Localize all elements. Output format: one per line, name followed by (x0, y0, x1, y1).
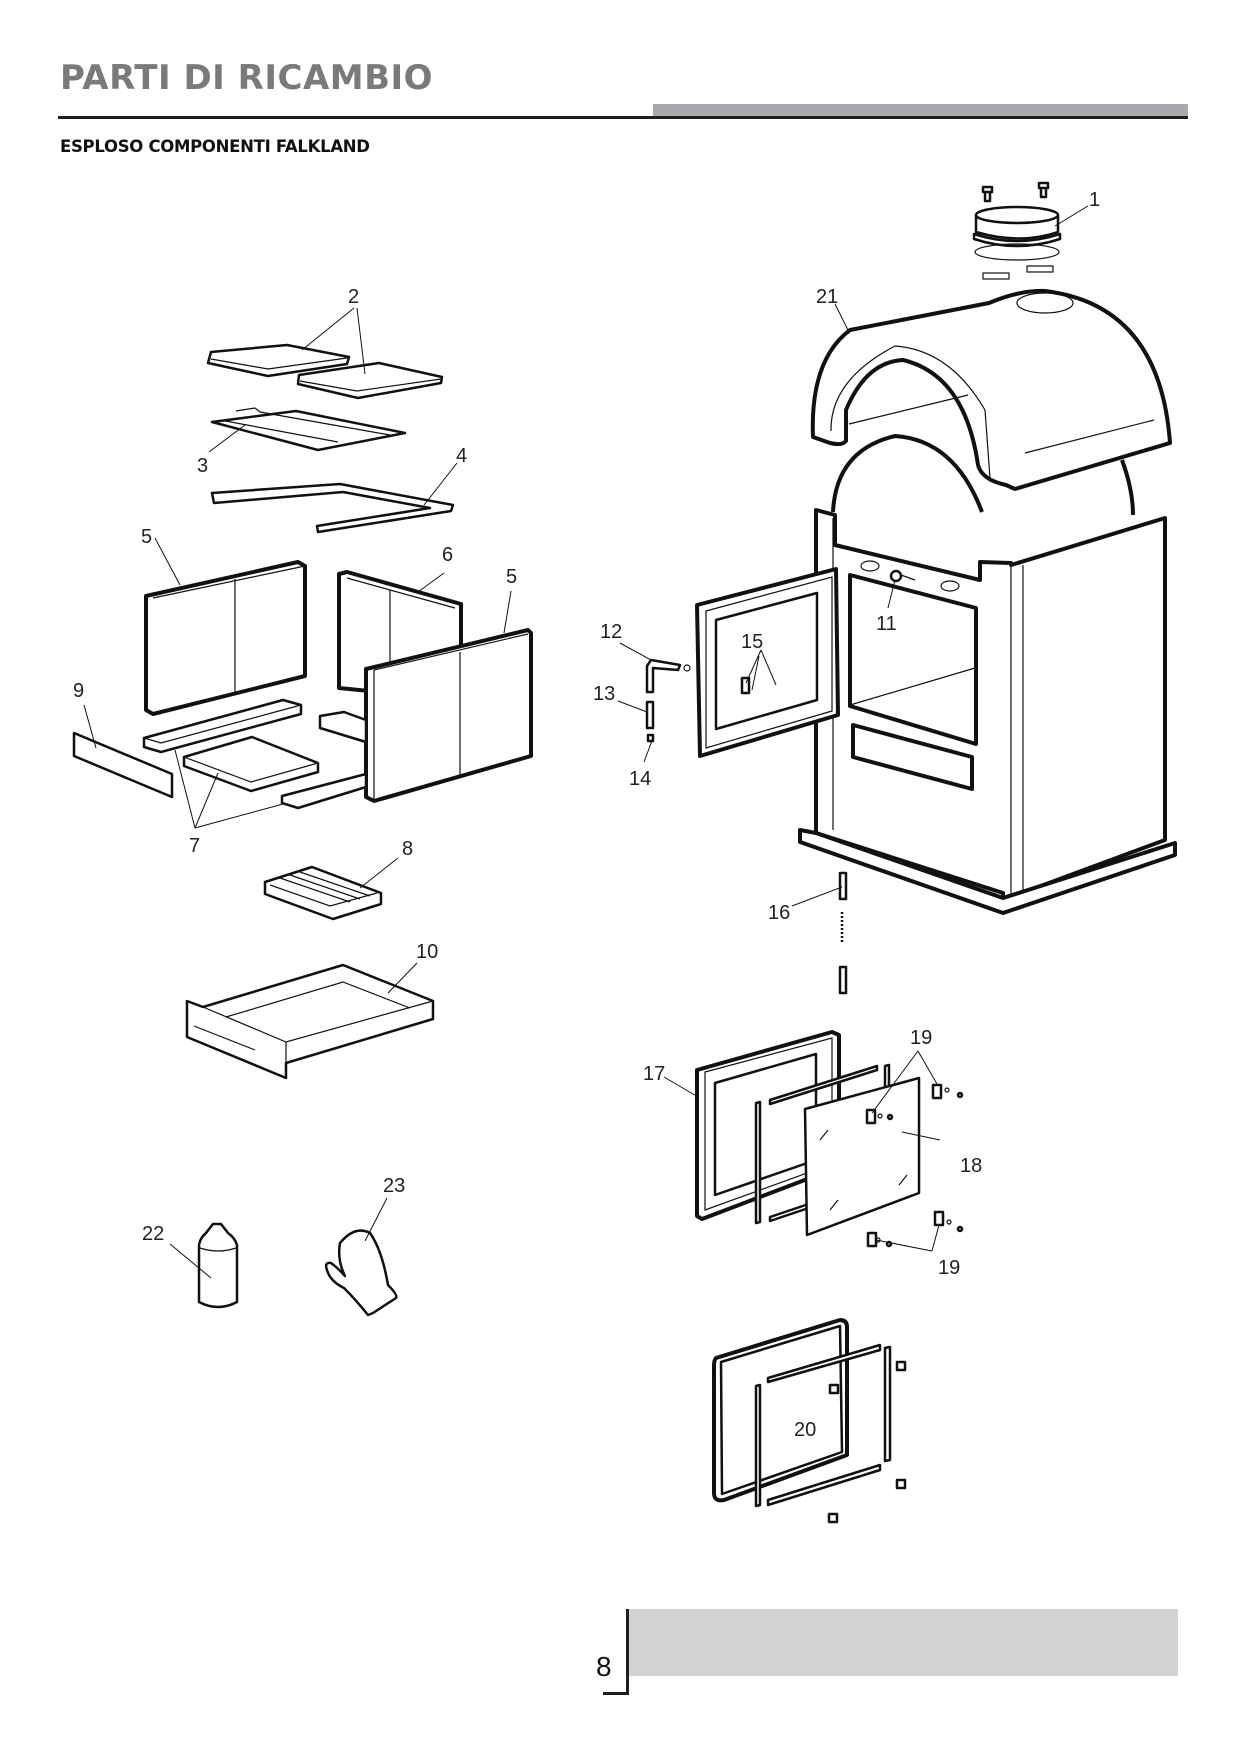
callout-6: 6 (442, 544, 453, 566)
part-top-cover-hood (810, 288, 1172, 491)
callout-15: 15 (741, 631, 763, 653)
callout-12: 12 (600, 621, 622, 643)
callout-1: 1 (1089, 189, 1100, 211)
part-base-firebricks (142, 698, 368, 810)
callout-16: 16 (768, 902, 790, 924)
callout-11: 11 (876, 613, 897, 635)
callout-9: 9 (73, 680, 84, 702)
leader-lines (83, 205, 1089, 1279)
callout-4: 4 (456, 445, 467, 467)
part-door-gasket-kit (712, 1318, 907, 1524)
callout-20: 20 (794, 1419, 816, 1441)
part-grate (263, 865, 383, 921)
callout-5-left: 5 (141, 526, 152, 548)
part-flue-collar (972, 181, 1062, 280)
part-side-firebrick-right (364, 628, 533, 803)
part-side-firebrick-left (144, 560, 307, 716)
part-air-control-knob (889, 569, 916, 583)
callout-19-top: 19 (910, 1027, 932, 1049)
callout-10: 10 (416, 941, 438, 963)
callout-labels: 1 2 3 4 5 5 6 7 8 9 10 11 12 13 14 15 16… (73, 189, 1100, 1441)
callout-23: 23 (383, 1175, 405, 1197)
callout-3: 3 (197, 455, 208, 477)
part-door-handle (645, 658, 691, 694)
footer-underline (603, 1692, 629, 1695)
callout-8: 8 (402, 838, 413, 860)
callout-14: 14 (629, 768, 651, 790)
part-deflector-plate (210, 407, 407, 452)
part-stove-body (798, 508, 1177, 915)
part-top-baffle-plates (206, 343, 444, 400)
callout-17: 17 (643, 1063, 665, 1085)
part-stove-door (695, 567, 840, 758)
page-title: PARTI DI RICAMBIO (60, 58, 434, 98)
part-handle-grip (645, 700, 655, 730)
part-ash-drawer (185, 963, 435, 1080)
footer-divider (626, 1609, 629, 1695)
header-accent-bar (653, 104, 1188, 117)
section-subtitle: ESPLOSO COMPONENTI FALKLAND (60, 137, 370, 156)
part-door-frame (695, 1030, 841, 1221)
callout-18: 18 (960, 1155, 982, 1177)
callout-5-right: 5 (506, 566, 517, 588)
callout-21: 21 (816, 286, 838, 308)
header-rule (58, 116, 1188, 119)
part-hinge-pin (838, 871, 848, 995)
callout-19-bottom: 19 (938, 1257, 960, 1279)
part-glass-clips (865, 1083, 964, 1248)
part-baffle-support-frame (210, 482, 455, 534)
part-heat-glove (324, 1229, 398, 1317)
page-number: 8 (596, 1651, 612, 1682)
callout-2: 2 (348, 286, 359, 308)
footer-bar (628, 1609, 1178, 1676)
callout-22: 22 (142, 1223, 164, 1245)
callout-13: 13 (593, 683, 615, 705)
callout-7: 7 (189, 835, 200, 857)
part-firebox-arch (831, 434, 1135, 516)
part-paint-spray (197, 1222, 239, 1309)
part-front-log-retainer (72, 731, 174, 799)
